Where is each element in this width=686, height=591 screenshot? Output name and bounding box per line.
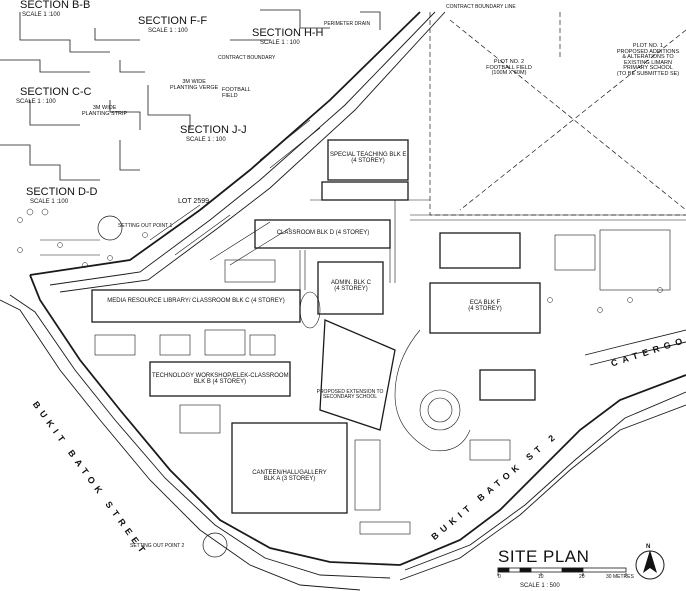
contract-boundary-line-note: CONTRACT BOUNDARY LINE <box>446 4 516 10</box>
section-hh-scale: SCALE 1 : 100 <box>260 40 300 46</box>
planting-verge-note: 3M WIDE PLANTING VERGE <box>170 79 219 91</box>
building-eca-label: ECA BLK F (4 STOREY) <box>468 300 502 312</box>
road-edges <box>0 11 686 591</box>
tree-symbols <box>17 208 663 313</box>
planting-strip-note: 3M WIDE PLANTING STRIP <box>82 105 128 117</box>
building-admin-label: ADMIN. BLK C (4 STOREY) <box>330 280 371 292</box>
section-cc-scale: SCALE 1 : 100 <box>16 99 56 105</box>
scale-tick-30: 30 METRES <box>606 574 634 580</box>
section-hh-title: SECTION H-H <box>252 27 324 39</box>
drawing-title: SITE PLAN <box>498 547 590 566</box>
scale-bar <box>497 567 627 576</box>
plot-1-note: PLOT NO. 1 PROPOSED ADDITIONS & ALTERATI… <box>616 43 680 77</box>
setting-out-point-1-marker <box>97 215 123 241</box>
section-jj-title: SECTION J-J <box>180 124 247 136</box>
north-label: N <box>646 544 651 550</box>
scale-tick-20: 20 <box>579 574 585 580</box>
section-ff-scale: SCALE 1 : 100 <box>148 28 188 34</box>
section-jj-scale: SCALE 1 : 100 <box>186 137 226 143</box>
building-blk-c-label: MEDIA RESOURCE LIBRARY/ CLASSROOM BLK C … <box>107 298 285 304</box>
section-dd-scale: SCALE 1 :100 <box>30 199 69 205</box>
building-outlines <box>91 139 541 514</box>
section-ff-title: SECTION F-F <box>138 15 208 27</box>
section-dd-title: SECTION D-D <box>26 186 98 198</box>
scale-tick-10: 10 <box>538 574 544 580</box>
site-details <box>40 119 686 535</box>
building-blk-d-label: CLASSROOM BLK D (4 STOREY) <box>276 230 370 236</box>
drawing-scale: SCALE 1 : 500 <box>520 583 560 589</box>
north-arrow-icon <box>635 550 665 580</box>
lot-number: LOT 2599 <box>178 198 210 205</box>
site-boundary <box>29 11 686 566</box>
setting-out-point-2-label: SETTING OUT POINT 2 <box>130 543 185 549</box>
scale-tick-0: 0 <box>498 574 501 580</box>
plot-2-note: PLOT NO. 2 FOOTBALL FIELD (100M X 60M) <box>486 59 532 76</box>
building-blk-b-label: TECHNOLOGY WORKSHOP/ELEK-CLASSROOM BLK B… <box>152 373 289 385</box>
setting-out-point-2-marker <box>202 532 228 558</box>
contract-boundary-note: CONTRACT BOUNDARY <box>218 55 276 61</box>
section-details <box>0 9 381 181</box>
section-bb-scale: SCALE 1 :100 <box>22 12 61 18</box>
proposed-extension-label: PROPOSED EXTENSION TO SECONDARY SCHOOL <box>316 389 384 400</box>
perimeter-drain-note: PERIMETER DRAIN <box>324 21 371 27</box>
section-cc-title: SECTION C-C <box>20 86 92 98</box>
building-blk-a-label: CANTEEN/HALL/GALLERY BLK A (3 STOREY) <box>252 470 327 482</box>
setting-out-point-1-label: SETTING OUT POINT 1 <box>118 223 173 229</box>
football-field-note: FOOTBALL FIELD <box>222 87 251 99</box>
building-blk-e-label: SPECIAL TEACHING BLK E (4 STOREY) <box>330 152 407 164</box>
section-bb-title: SECTION B-B <box>20 0 91 11</box>
